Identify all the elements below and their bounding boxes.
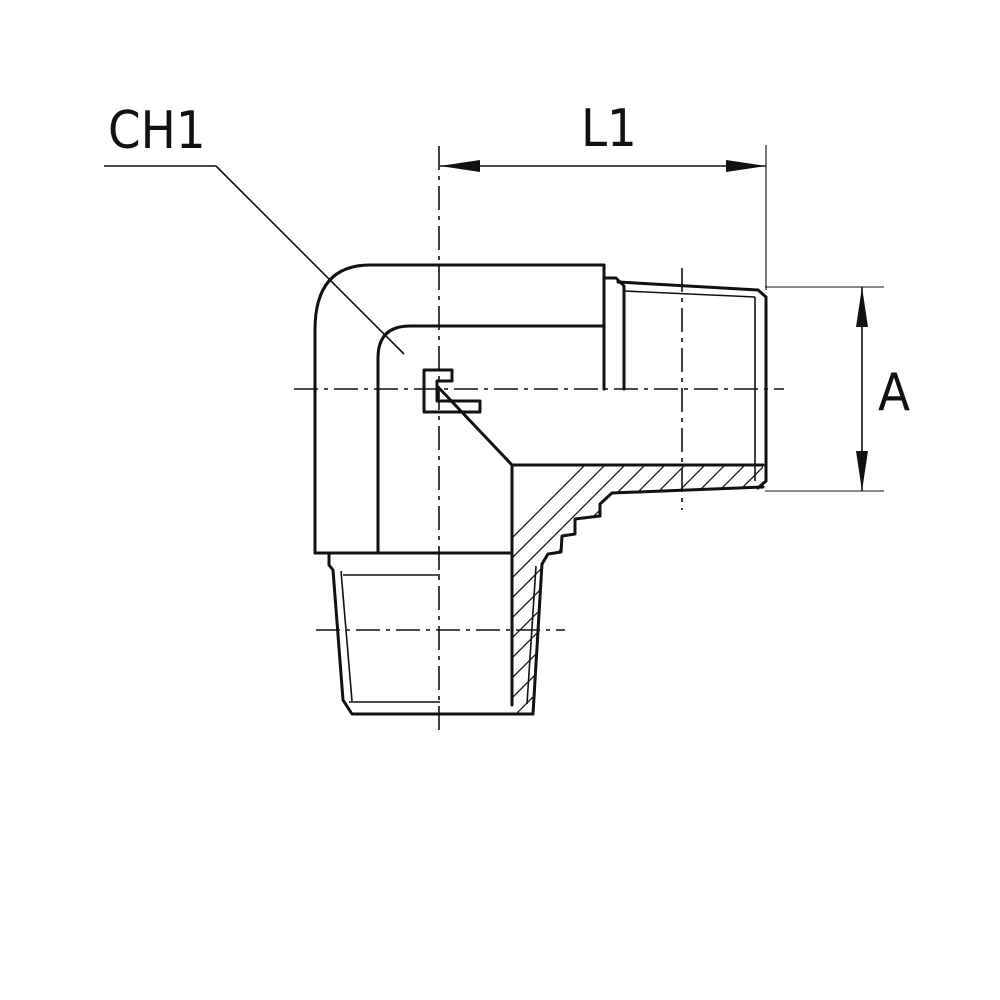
seal-symbol [422, 368, 482, 414]
vertical-thread-port [327, 514, 602, 716]
a-label: A [878, 363, 910, 423]
section-hatching [512, 465, 763, 715]
l1-label: L1 [581, 99, 637, 159]
elbow-body [313, 263, 765, 707]
l1-dimension [440, 145, 767, 290]
horizontal-thread-port [598, 276, 768, 518]
ch1-label: CH1 [108, 101, 206, 161]
center-lines [294, 146, 784, 736]
a-dimension [765, 286, 884, 492]
ch1-leader-line [104, 165, 405, 355]
